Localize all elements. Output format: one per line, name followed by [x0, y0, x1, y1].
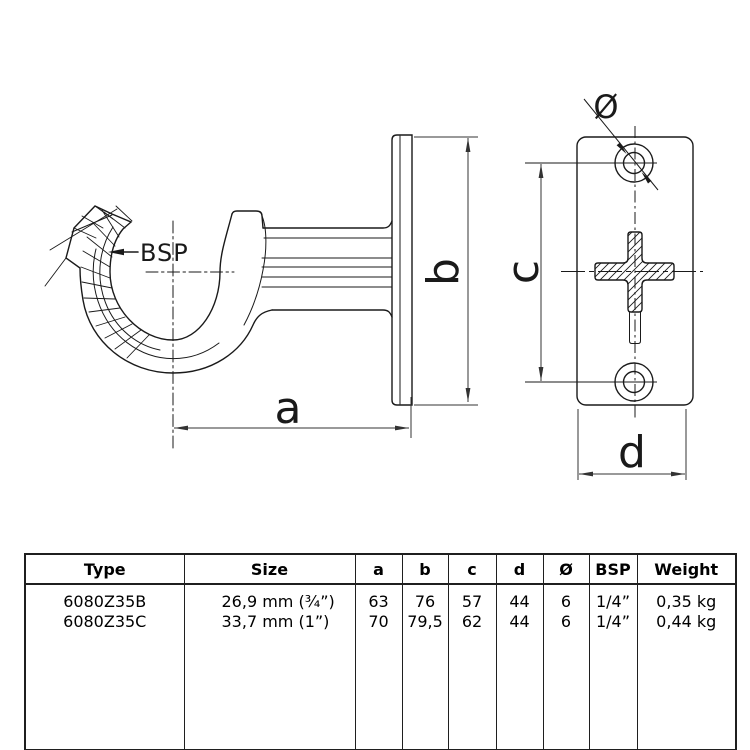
table-row: 6080Z35B 26,9 mm (¾”) 63 76 57 44 6 1/4”…	[25, 584, 736, 612]
header-dia: Ø	[543, 554, 590, 585]
cell-bsp: 1/4”	[589, 612, 638, 632]
header-c: c	[448, 554, 497, 585]
cell-a: 63	[355, 584, 403, 612]
cell-b: 79,5	[402, 612, 449, 632]
header-weight: Weight	[637, 554, 736, 585]
header-b: b	[402, 554, 449, 585]
dim-d	[577, 409, 687, 480]
cell-size: 33,7 mm (1”)	[184, 612, 356, 632]
header-bsp: BSP	[589, 554, 638, 585]
diameter-symbol: Ø	[593, 88, 618, 126]
header-size: Size	[184, 554, 356, 585]
cell-dia: 6	[543, 584, 590, 612]
header-d: d	[496, 554, 544, 585]
spec-table: Type Size a b c d Ø BSP Weight 6080Z35B …	[24, 553, 737, 750]
cell-b: 76	[402, 584, 449, 612]
front-view	[525, 98, 703, 418]
technical-drawing: BSP a b c d Ø	[44, 88, 703, 480]
cell-a: 70	[355, 612, 403, 632]
cell-type: 6080Z35B	[25, 584, 185, 612]
hook	[44, 205, 273, 374]
cell-weight: 0,44 kg	[656, 612, 717, 631]
front-centerlines	[525, 126, 703, 418]
side-plate	[391, 134, 413, 406]
hook-hatching	[73, 205, 150, 359]
table-filler-row	[25, 632, 736, 750]
side-centerlines	[145, 220, 235, 449]
dim-b-label: b	[418, 258, 469, 286]
bsp-label: BSP	[140, 239, 189, 267]
dim-c-label: c	[498, 260, 549, 284]
table-row: 6080Z35C 33,7 mm (1”) 70 79,5 62 44 6 1/…	[25, 612, 736, 632]
cell-dia: 6	[543, 612, 590, 632]
bsp-leader	[108, 248, 139, 256]
dim-a-label: a	[275, 383, 302, 434]
dim-b	[414, 136, 478, 406]
header-type: Type	[25, 554, 185, 585]
cell-weight: 0,35 kg	[656, 592, 717, 611]
header-a: a	[355, 554, 403, 585]
cell-c: 62	[448, 612, 497, 632]
dim-a	[174, 397, 412, 438]
diameter-leader	[583, 98, 659, 191]
side-view	[44, 134, 413, 449]
cell-type: 6080Z35C	[25, 612, 185, 632]
dim-d-label: d	[618, 427, 646, 478]
cell-bsp: 1/4”	[589, 584, 638, 612]
cell-c: 57	[448, 584, 497, 612]
header-row: Type Size a b c d Ø BSP Weight	[25, 554, 736, 585]
cell-d: 44	[496, 612, 544, 632]
cell-d: 44	[496, 584, 544, 612]
stem	[261, 220, 393, 318]
dimensions	[174, 136, 687, 480]
cell-size: 26,9 mm (¾”)	[184, 584, 356, 612]
dim-c	[538, 164, 544, 381]
